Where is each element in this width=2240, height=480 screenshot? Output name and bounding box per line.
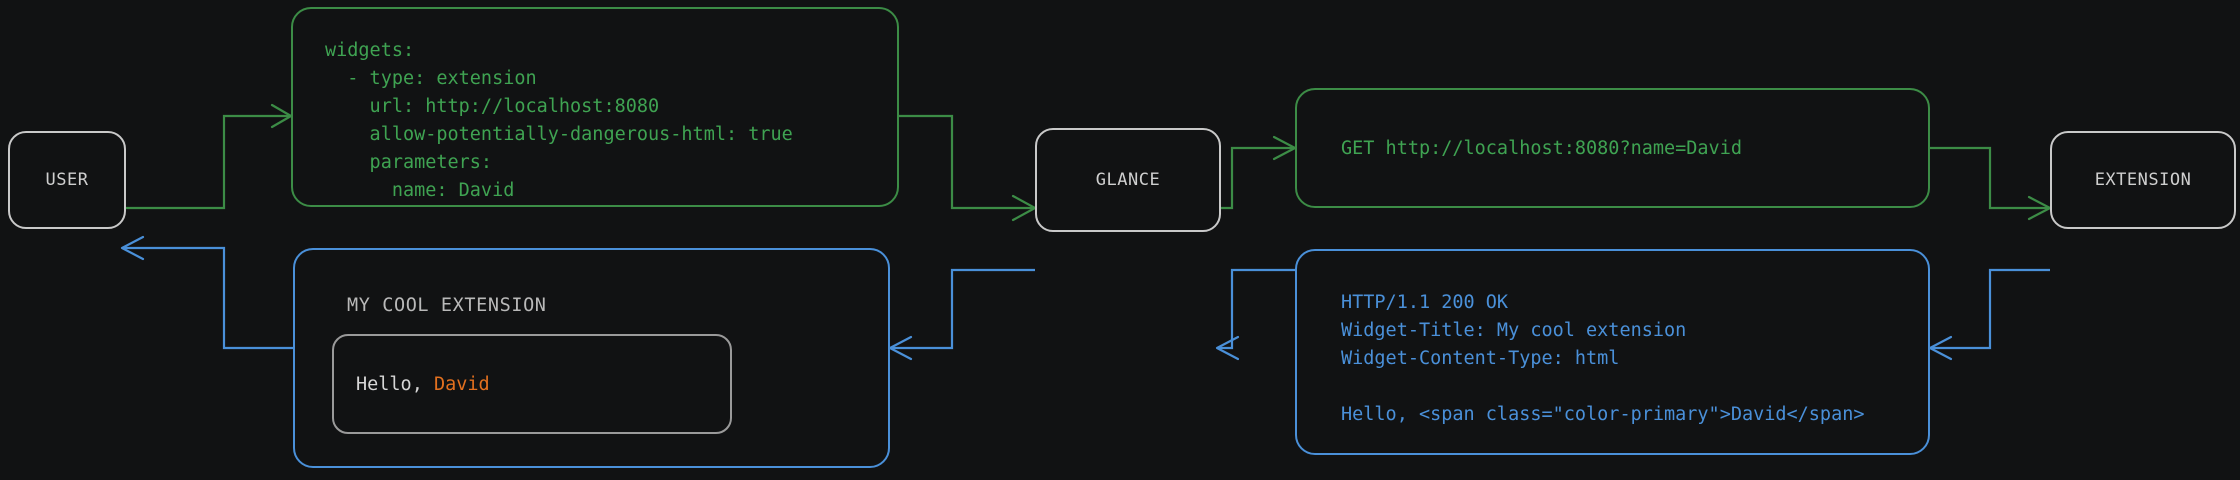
edge-glance-to-request [1217,146,1295,210]
widget-preview-title: MY COOL EXTENSION [347,295,547,316]
edge-response-to-glance [1217,268,1295,350]
edge-config-to-glance [899,114,1035,210]
arrowhead-extension-to-response [1928,335,1953,361]
arrowhead-response-to-glance [1215,335,1240,361]
widget-preview-body-accent: David [433,373,490,395]
widget-preview-body: Hello, David [334,374,490,395]
edge-widget-to-user [122,246,293,350]
message-config-yaml: widgets: - type: extension url: http://l… [291,7,899,207]
node-user[interactable]: USER [8,131,126,229]
http-request-text: GET http://localhost:8080?name=David [1341,138,1742,159]
widget-preview-body-prefix: Hello, [356,373,434,395]
edge-request-to-extension [1930,146,2050,210]
edge-glance-to-widget [890,268,1035,350]
message-http-response: HTTP/1.1 200 OK Widget-Title: My cool ex… [1295,249,1930,455]
http-response-text: HTTP/1.1 200 OK Widget-Title: My cool ex… [1341,292,1865,425]
edge-extension-to-response [1930,268,2050,350]
node-glance[interactable]: GLANCE [1035,128,1221,232]
node-extension[interactable]: EXTENSION [2050,131,2236,229]
widget-preview-card: Hello, David [332,334,732,434]
config-yaml-text: widgets: - type: extension url: http://l… [325,40,793,201]
message-http-request: GET http://localhost:8080?name=David [1295,88,1930,208]
arrowhead-glance-to-widget [888,335,913,361]
node-user-label: USER [45,170,89,190]
arrowhead-widget-to-user [120,235,145,261]
arrowhead-config-to-glance [1011,194,1037,222]
arrowhead-glance-to-request [1272,135,1297,161]
message-widget-preview: MY COOL EXTENSION Hello, David [293,248,890,468]
arrowhead-request-to-extension [2027,195,2052,221]
node-extension-label: EXTENSION [2094,170,2192,190]
node-glance-label: GLANCE [1095,170,1161,190]
edge-user-to-config [122,114,291,210]
arrowhead-user-to-config [270,103,293,129]
